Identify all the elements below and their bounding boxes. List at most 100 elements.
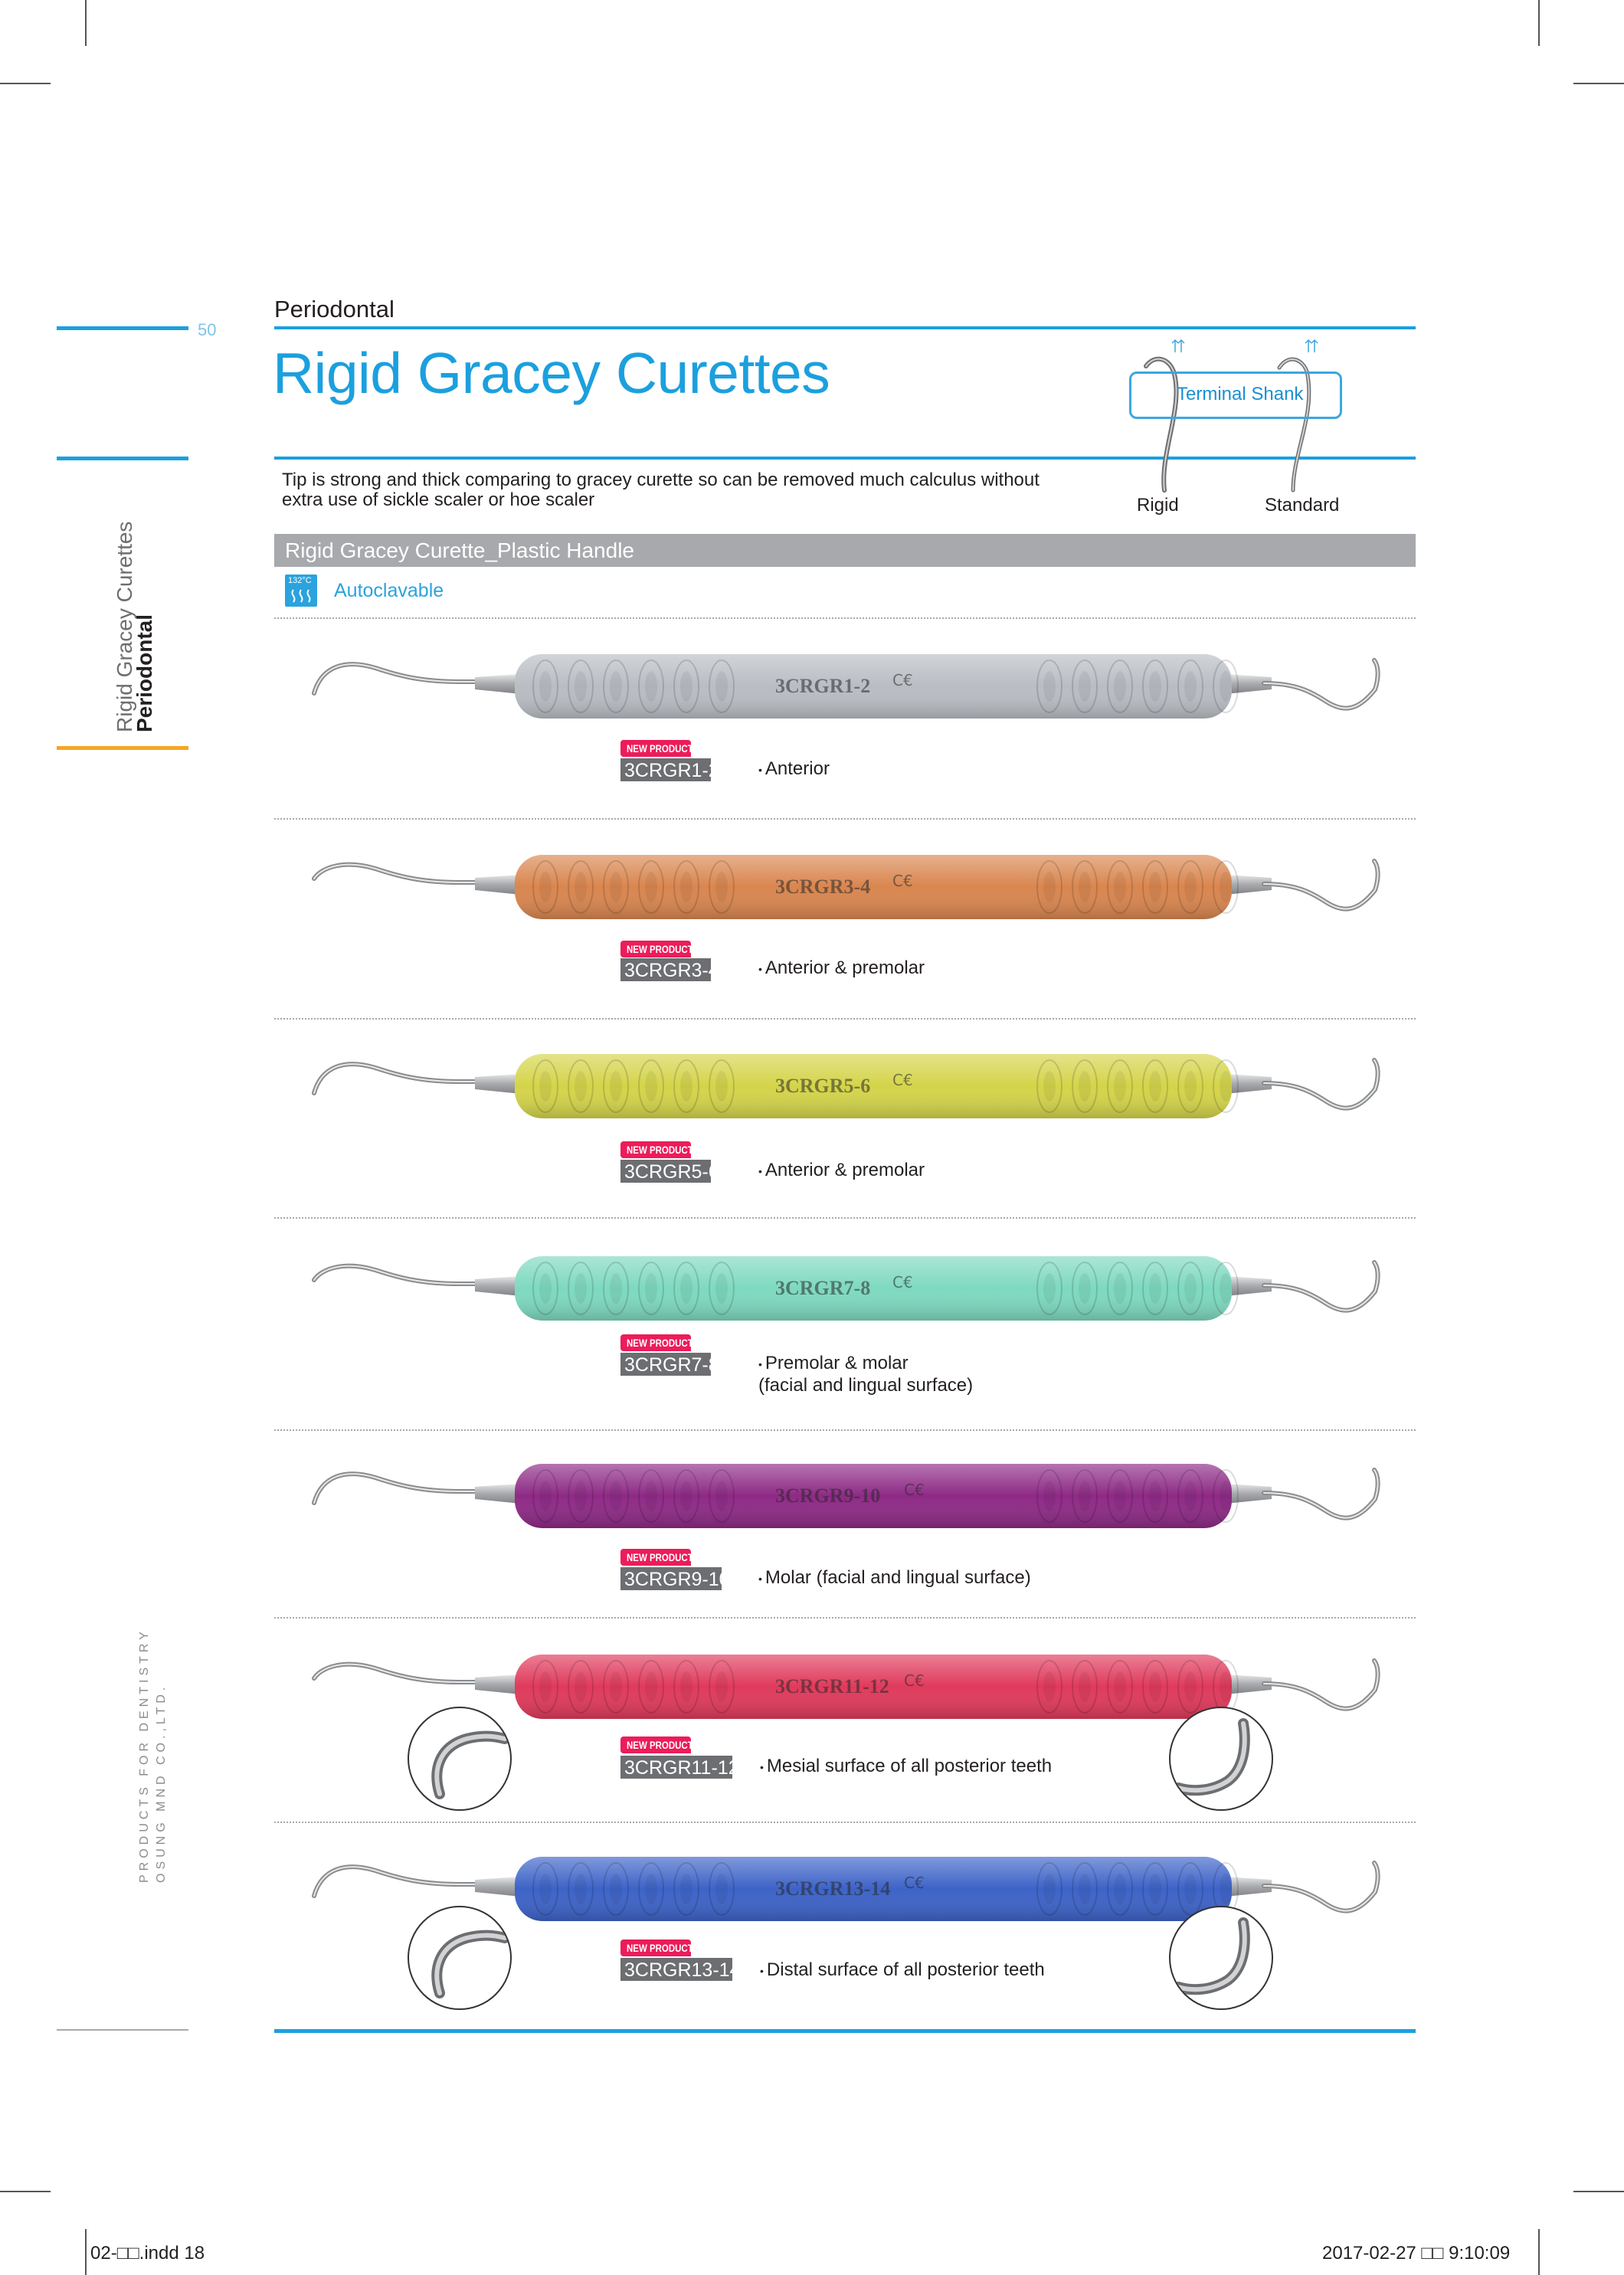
product-description-text: Distal surface of all posterior teeth	[766, 1959, 1045, 1980]
product-description-text: Mesial surface of all posterior teeth	[766, 1756, 1053, 1776]
category-heading: Periodontal	[274, 296, 395, 322]
new-product-badge: NEW PRODUCT	[620, 740, 693, 757]
row-separator	[274, 1822, 1416, 1823]
bottom-rule	[274, 2029, 1416, 2033]
page-number: 50	[198, 320, 217, 339]
footer-file: 02-□□.indd 18	[90, 2243, 205, 2264]
new-product-badge-text: NEW PRODUCT	[627, 1144, 693, 1156]
product-code: 3CRGR3-4	[620, 958, 719, 981]
ce-mark-icon: C€	[904, 1874, 925, 1892]
product-code: 3CRGR7-8	[620, 1353, 719, 1376]
new-product-badge-text: NEW PRODUCT	[627, 943, 693, 955]
crop-mark	[1538, 0, 1540, 46]
side-rule-top	[57, 326, 188, 330]
section-bar: Rigid Gracey Curette_Plastic Handle	[274, 534, 1416, 567]
new-product-badge: NEW PRODUCT	[620, 1334, 693, 1351]
ce-mark-icon: C€	[892, 1071, 913, 1089]
bullet-icon: •	[758, 1572, 762, 1585]
instrument-image	[312, 1857, 1380, 1921]
crop-mark	[0, 83, 51, 84]
side-tab-category: Periodontal	[133, 614, 156, 732]
instrument-image	[312, 1256, 1380, 1321]
row-separator	[274, 1018, 1416, 1020]
product-code-text: 3CRGR9-10	[624, 1569, 730, 1590]
product-description: •Anterior & premolar	[758, 1160, 925, 1182]
side-company: PRODUCTS FOR DENTISTRY OSUNG MND CO.,LTD…	[136, 1628, 169, 1883]
autoclave-label: Autoclavable	[334, 580, 444, 601]
product-code-text: 3CRGR5-6	[624, 1161, 719, 1183]
bullet-icon: •	[758, 962, 762, 975]
bullet-icon: •	[760, 1760, 764, 1773]
new-product-badge-text: NEW PRODUCT	[627, 1942, 693, 1954]
terminal-shank-diagram	[1144, 339, 1318, 493]
product-code-text: 3CRGR13-14	[624, 1959, 741, 1981]
side-company-line1: PRODUCTS FOR DENTISTRY	[138, 1628, 151, 1883]
product-description: •Anterior & premolar	[758, 957, 925, 980]
row-separator	[274, 818, 1416, 820]
standard-caption: Standard	[1265, 495, 1340, 516]
new-product-badge-text: NEW PRODUCT	[627, 1337, 693, 1349]
tip-detail-right	[1169, 1707, 1273, 1811]
product-description: •Molar (facial and lingual surface)	[758, 1567, 1031, 1589]
new-product-badge: NEW PRODUCT	[620, 1549, 693, 1566]
side-rule-bottom	[57, 2029, 188, 2031]
row-separator	[274, 1617, 1416, 1619]
terminal-shank-box	[1129, 372, 1342, 419]
terminal-shank-label: Terminal Shank	[1177, 384, 1304, 404]
product-description: •Distal surface of all posterior teeth	[760, 1959, 1045, 1982]
instrument-image	[312, 855, 1380, 919]
product-description: •Premolar & molar(facial and lingual sur…	[758, 1353, 973, 1396]
handle-engraving: 3CRGR9-10	[775, 1484, 881, 1507]
product-code-text: 3CRGR3-4	[624, 960, 719, 981]
crop-mark	[1573, 2191, 1624, 2192]
intro-text: Tip is strong and thick comparing to gra…	[282, 470, 1040, 510]
page-title: Rigid Gracey Curettes	[273, 341, 830, 405]
autoclave-icon: 132°C	[285, 574, 317, 607]
product-code: 3CRGR9-10	[620, 1567, 730, 1590]
new-product-badge-text: NEW PRODUCT	[627, 1739, 693, 1751]
new-product-badge: NEW PRODUCT	[620, 1737, 693, 1753]
handle-engraving: 3CRGR1-2	[775, 675, 871, 697]
instrument-image	[312, 1464, 1380, 1528]
ce-mark-icon: C€	[892, 671, 913, 689]
product-description-text: Anterior & premolar	[765, 957, 925, 978]
crop-mark	[0, 2191, 51, 2192]
new-product-badge: NEW PRODUCT	[620, 941, 693, 957]
bullet-icon: •	[758, 1164, 762, 1177]
crop-mark	[1538, 2229, 1540, 2275]
instrument-image	[312, 1054, 1380, 1118]
bullet-icon: •	[758, 1357, 762, 1370]
product-description: •Anterior	[758, 758, 830, 781]
side-company-line2: OSUNG MND CO.,LTD.	[154, 1683, 168, 1883]
rigid-caption: Rigid	[1137, 495, 1179, 516]
product-description-text: Molar (facial and lingual surface)	[765, 1567, 1031, 1588]
bullet-icon: •	[760, 1964, 764, 1977]
tip-detail-left	[408, 1906, 512, 2010]
row-separator	[274, 617, 1416, 619]
handle-engraving: 3CRGR11-12	[775, 1675, 889, 1697]
product-description-text: Premolar & molar	[765, 1353, 909, 1373]
row-separator	[274, 1429, 1416, 1431]
new-product-badge-text: NEW PRODUCT	[627, 1551, 693, 1563]
ce-mark-icon: C€	[892, 1273, 913, 1291]
autoclave-temp: 132°C	[288, 576, 312, 585]
header-rule	[274, 326, 1416, 329]
new-product-badge: NEW PRODUCT	[620, 1939, 693, 1956]
instrument-image	[312, 654, 1380, 719]
section-bar-title: Rigid Gracey Curette_Plastic Handle	[285, 538, 634, 562]
ce-mark-icon: C€	[892, 872, 913, 890]
tip-detail-right	[1169, 1906, 1273, 2010]
side-rule-orange	[57, 746, 188, 750]
product-description-text: Anterior	[765, 758, 830, 779]
crop-mark	[85, 0, 87, 46]
bullet-icon: •	[758, 763, 762, 776]
product-code: 3CRGR11-12	[620, 1756, 739, 1779]
product-code-text: 3CRGR11-12	[624, 1757, 739, 1779]
handle-engraving: 3CRGR5-6	[775, 1075, 871, 1097]
tip-detail-left	[408, 1707, 512, 1811]
product-code: 3CRGR13-14	[620, 1958, 740, 1981]
crop-mark	[1573, 83, 1624, 84]
new-product-badge: NEW PRODUCT	[620, 1141, 693, 1158]
product-description-text: Anterior & premolar	[765, 1160, 925, 1180]
instrument-image	[312, 1655, 1380, 1719]
